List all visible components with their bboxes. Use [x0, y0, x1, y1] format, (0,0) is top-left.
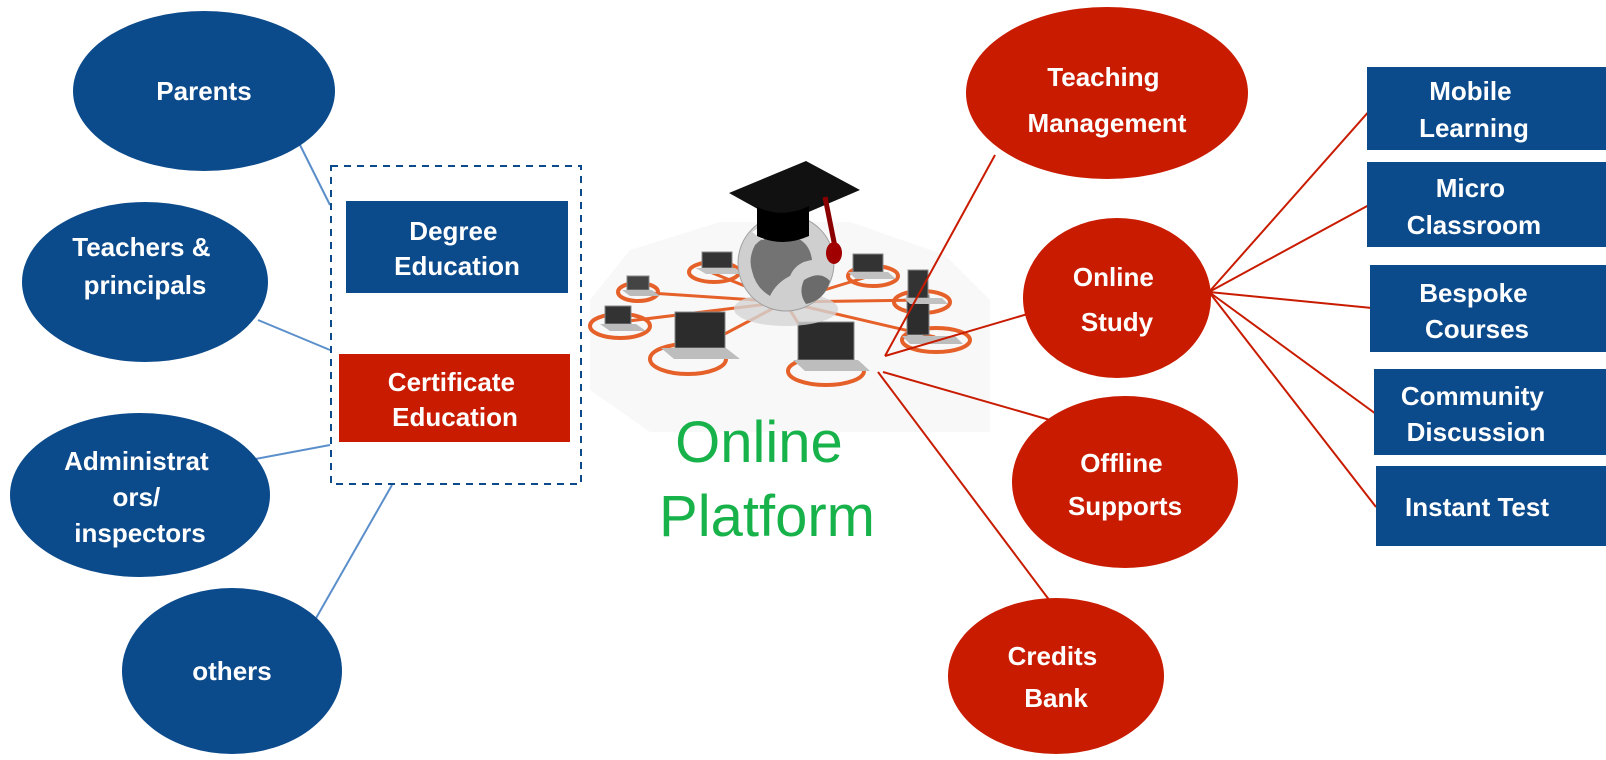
credits-bank-label: Credits Bank: [1008, 641, 1105, 713]
degree-education-line-1: Degree: [409, 216, 497, 246]
bespoke-courses-line-1: Bespoke: [1419, 278, 1527, 308]
online-platform-text: Online Platform: [659, 410, 875, 549]
teachers-principals-line-2: principals: [84, 270, 207, 300]
parents-connector: [299, 144, 331, 206]
community-discussion-line-1: Community: [1401, 381, 1545, 411]
offline-supports-line-2: Supports: [1068, 491, 1182, 521]
online-study-line-1: Online: [1073, 262, 1154, 292]
community-discussion-line-2: Discussion: [1407, 417, 1546, 447]
certificate-education-box: Certificate Education: [339, 354, 570, 442]
teachers-principals-label: Teachers & principals: [72, 232, 218, 300]
offline-supports-line-1: Offline: [1080, 448, 1162, 478]
mobile-learning-box: Mobile Learning: [1367, 67, 1606, 150]
mobile-learning-line-2: Learning: [1419, 113, 1529, 143]
teaching-management-label: Teaching Management: [1028, 62, 1187, 138]
micro-classroom-label: Micro Classroom: [1407, 173, 1541, 240]
graduation-cap-icon: [729, 161, 860, 264]
community-discussion-box: Community Discussion: [1374, 369, 1606, 455]
instant-test-box: Instant Test: [1376, 466, 1606, 546]
online-study-connector: [884, 312, 1032, 357]
teaching-management-connector: [884, 154, 996, 357]
teachers-principals-line-1: Teachers &: [72, 232, 210, 262]
administrators-inspectors-node: Administrat ors/ inspectors: [10, 413, 270, 577]
parents-label: Parents: [156, 76, 251, 106]
mobile-learning-label: Mobile Learning: [1419, 76, 1529, 143]
administrators-connector: [249, 444, 331, 461]
bespoke-courses-label: Bespoke Courses: [1419, 278, 1535, 344]
certificate-education-line-1: Certificate: [388, 367, 515, 397]
others-label-line-1: others: [192, 656, 271, 686]
online-platform-line-2: Platform: [659, 484, 875, 549]
degree-education-line-2: Education: [394, 251, 520, 281]
certificate-education-line-2: Education: [392, 402, 518, 432]
teachers-principals-node: Teachers & principals: [22, 202, 268, 362]
online-study-label: Online Study: [1073, 262, 1161, 337]
online-study-feature-connectors: [1208, 108, 1377, 508]
globe: [734, 214, 838, 326]
teaching-management-line-1: Teaching: [1047, 62, 1159, 92]
others-label: others: [192, 656, 271, 686]
degree-education-box: Degree Education: [346, 201, 568, 293]
administrators-line-1: Administrat: [64, 446, 209, 476]
education-group-dashed-box: [330, 165, 582, 485]
bespoke-courses-line-2: Courses: [1425, 314, 1529, 344]
bespoke-courses-box: Bespoke Courses: [1370, 265, 1606, 352]
teaching-management-line-2: Management: [1028, 108, 1187, 138]
micro-classroom-line-2: Classroom: [1407, 210, 1541, 240]
certificate-education-label: Certificate Education: [388, 367, 522, 432]
parents-node: Parents: [73, 11, 335, 171]
administrators-line-2: ors/: [113, 482, 161, 512]
offline-supports-connector: [882, 371, 1051, 421]
online-study-line-2: Study: [1081, 307, 1154, 337]
online-platform-line-1: Online: [675, 410, 843, 475]
micro-classroom-line-1: Micro: [1436, 173, 1505, 203]
micro-classroom-box: Micro Classroom: [1367, 162, 1606, 247]
administrators-line-3: inspectors: [74, 518, 206, 548]
online-study-node: Online Study: [1023, 218, 1211, 378]
instant-test-line-1: Instant Test: [1405, 492, 1549, 522]
online-platform-label: Online Platform: [659, 410, 875, 549]
degree-education-label: Degree Education: [394, 216, 520, 281]
instant-test-label: Instant Test: [1405, 492, 1549, 522]
parents-label-line-1: Parents: [156, 76, 251, 106]
community-discussion-label: Community Discussion: [1401, 381, 1551, 447]
credits-bank-node: Credits Bank: [948, 598, 1164, 754]
graduation-network-icon: [588, 161, 990, 432]
teachers-connector: [257, 319, 331, 351]
others-connector: [306, 484, 393, 635]
administrators-inspectors-label: Administrat ors/ inspectors: [64, 446, 216, 548]
credits-bank-connector: [877, 371, 1057, 610]
credits-bank-line-2: Bank: [1024, 683, 1088, 713]
offline-supports-label: Offline Supports: [1068, 448, 1182, 521]
offline-supports-node: Offline Supports: [1012, 396, 1238, 568]
others-node: others: [122, 588, 342, 754]
teaching-management-node: Teaching Management: [966, 7, 1248, 179]
mobile-learning-line-1: Mobile: [1429, 76, 1511, 106]
credits-bank-line-1: Credits: [1008, 641, 1098, 671]
